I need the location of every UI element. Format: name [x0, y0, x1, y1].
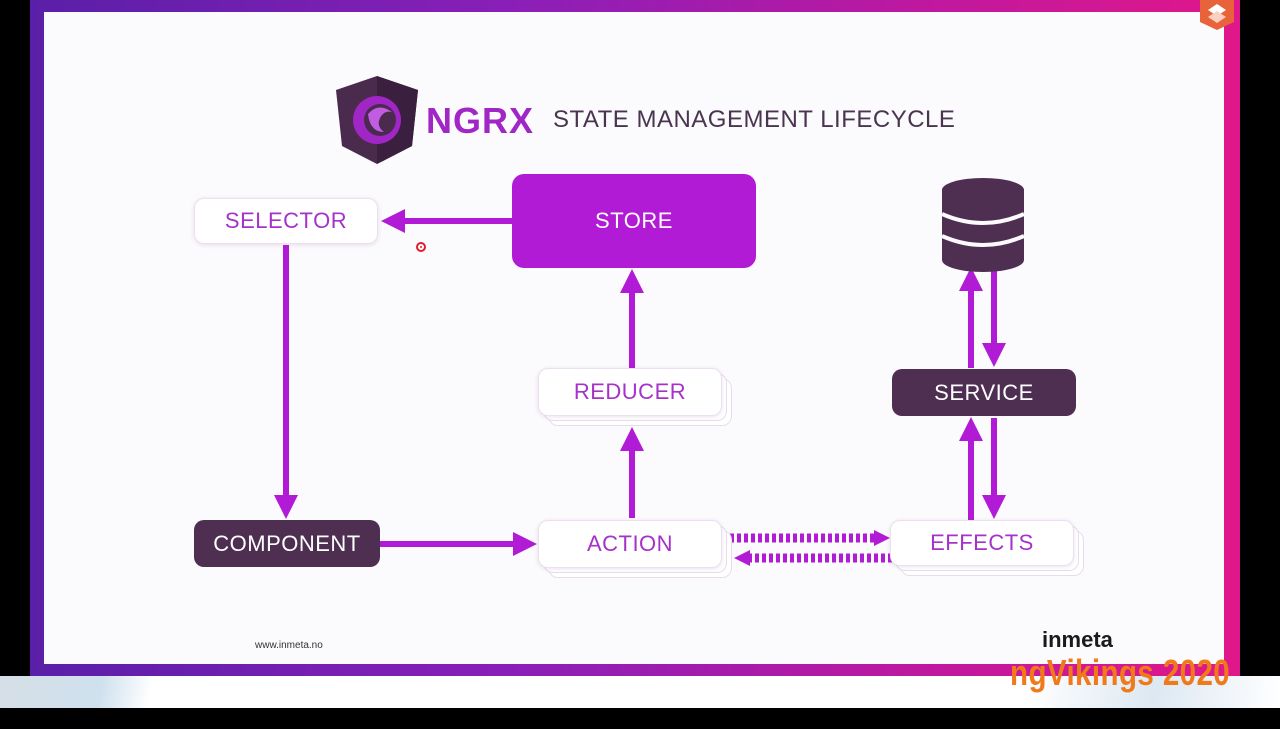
- footer-url: www.inmeta.no: [255, 640, 323, 651]
- event-title: ngVikings 2020: [1010, 652, 1231, 693]
- company-logo-text: inmeta: [1042, 627, 1113, 652]
- bottom-band: [0, 676, 1280, 708]
- component-node: COMPONENT: [194, 520, 380, 567]
- reducer-node: REDUCER: [538, 368, 722, 416]
- ngvikings-badge-icon: [1200, 0, 1234, 30]
- bottom-black-bar: [0, 708, 1280, 729]
- action-node: ACTION: [538, 520, 722, 568]
- brand-title: NGRX: [426, 100, 535, 141]
- service-node: SERVICE: [892, 369, 1076, 416]
- selector-node: SELECTOR: [194, 198, 378, 244]
- store-node: STORE: [512, 174, 756, 268]
- ngrx-logo-icon: [336, 76, 418, 164]
- effects-node: EFFECTS: [890, 520, 1074, 566]
- page-title: STATE MANAGEMENT LIFECYCLE: [553, 106, 956, 133]
- mouse-pointer-icon: [416, 242, 426, 252]
